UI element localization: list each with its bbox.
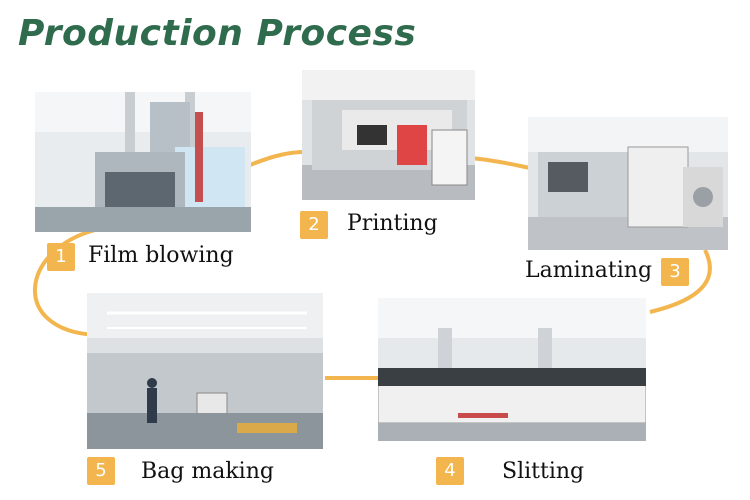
slitting-photo [378, 298, 646, 441]
step-1-number: 1 [47, 243, 75, 271]
step-2-number: 2 [300, 211, 328, 239]
step-5-number: 5 [87, 457, 115, 485]
step-3-label: Laminating [525, 258, 653, 283]
page-title: Production Process [18, 13, 417, 54]
step-1-label: Film blowing [88, 243, 234, 268]
step-4-number: 4 [436, 457, 464, 485]
laminating-photo [528, 117, 728, 250]
step-4-label: Slitting [502, 459, 585, 484]
step-5-label: Bag making [141, 459, 274, 484]
bag-making-photo [87, 293, 323, 449]
step-3-number: 3 [661, 258, 689, 286]
printing-photo [302, 70, 475, 200]
step-2-label: Printing [347, 211, 438, 236]
film-blowing-photo [35, 92, 251, 232]
